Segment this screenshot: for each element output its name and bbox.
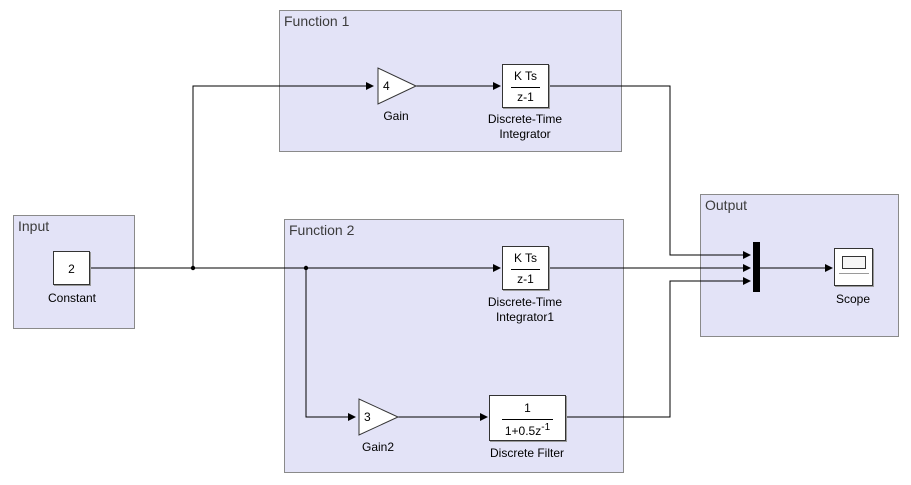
integrator1-fraction-bar	[511, 269, 540, 270]
integrator-numerator: K Ts	[513, 69, 538, 83]
area-function-1[interactable]: Function 1	[279, 10, 622, 152]
integrator-fraction-bar	[511, 87, 540, 88]
gain2-label: Gain2	[361, 440, 395, 454]
integrator-label: Discrete-Time Integrator	[470, 112, 580, 142]
filter-denominator-exponent: -1	[541, 422, 551, 433]
area-input-title: Input	[18, 218, 50, 234]
branch-point-2	[303, 265, 309, 271]
filter-numerator: 1	[524, 401, 531, 415]
filter-denominator-base: 1+0.5z	[504, 424, 542, 438]
wire-branch-to-gain2	[305, 268, 356, 421]
constant-value: 2	[68, 262, 75, 276]
constant-label: Constant	[47, 291, 97, 305]
integrator1-block[interactable]: K Ts z-1	[502, 246, 549, 290]
area-output-title: Output	[705, 197, 748, 213]
scope-label: Scope	[835, 292, 871, 306]
integrator-denominator: z-1	[517, 90, 534, 104]
integrator-label-line1: Discrete-Time	[487, 112, 563, 126]
constant-block[interactable]: 2	[53, 251, 90, 285]
wire-integrator-to-mux	[549, 85, 751, 259]
scope-icon	[842, 256, 866, 269]
integrator-label-line2: Integrator	[499, 127, 551, 141]
gain-label: Gain	[383, 109, 409, 123]
area-function-1-title: Function 1	[284, 13, 350, 29]
mux-block	[753, 242, 760, 292]
filter-denominator: 1+0.5z-1	[490, 422, 565, 438]
gain-value[interactable]: 4	[383, 79, 390, 93]
gain-block-shape	[377, 67, 418, 105]
integrator1-numerator: K Ts	[513, 251, 538, 265]
integrator1-label-line2: Integrator1	[495, 310, 555, 324]
wire-filter-to-mux	[566, 277, 751, 418]
wire-branch-to-gain	[192, 82, 374, 268]
integrator-block[interactable]: K Ts z-1	[502, 64, 549, 108]
gain2-block-shape	[358, 398, 400, 436]
scope-block[interactable]	[834, 248, 873, 286]
area-function-2-title: Function 2	[289, 222, 355, 238]
integrator1-denominator: z-1	[517, 272, 534, 286]
filter-fraction-bar	[502, 419, 553, 420]
integrator1-label: Discrete-Time Integrator1	[470, 295, 580, 325]
filter-label: Discrete Filter	[489, 446, 564, 460]
branch-point-1	[190, 265, 196, 271]
area-function-2[interactable]: Function 2	[284, 219, 624, 473]
gain2-value[interactable]: 3	[364, 410, 371, 424]
scope-base-line	[839, 273, 869, 277]
integrator1-label-line1: Discrete-Time	[487, 295, 563, 309]
filter-block[interactable]: 1 1+0.5z-1	[489, 395, 566, 441]
